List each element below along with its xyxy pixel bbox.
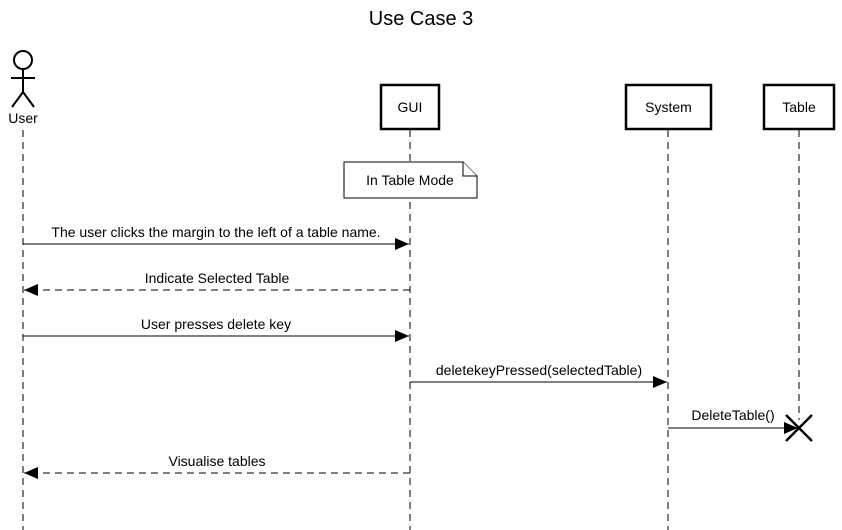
participant-box-gui: [379, 83, 441, 131]
message-label: User presses delete key: [141, 316, 291, 332]
note: In Table Mode: [343, 161, 478, 199]
participant-box-table: [762, 83, 836, 131]
participant-box-system: [624, 83, 713, 131]
actor-label-user: User: [8, 110, 38, 126]
note-text: In Table Mode: [366, 172, 454, 188]
destroy-x-icon: [785, 414, 813, 442]
message-label: Visualise tables: [168, 453, 265, 469]
message-label: Indicate Selected Table: [145, 270, 290, 286]
diagram-title: Use Case 3: [369, 8, 474, 30]
message-label: deletekeyPressed(selectedTable): [436, 362, 642, 378]
participant-label-system: System: [645, 99, 692, 115]
participant-label-gui: GUI: [398, 99, 423, 115]
participant-label-table: Table: [782, 99, 816, 115]
message-label: DeleteTable(): [691, 407, 774, 423]
stick-figure-actor-icon: [11, 50, 35, 108]
message-label: The user clicks the margin to the left o…: [51, 224, 380, 240]
